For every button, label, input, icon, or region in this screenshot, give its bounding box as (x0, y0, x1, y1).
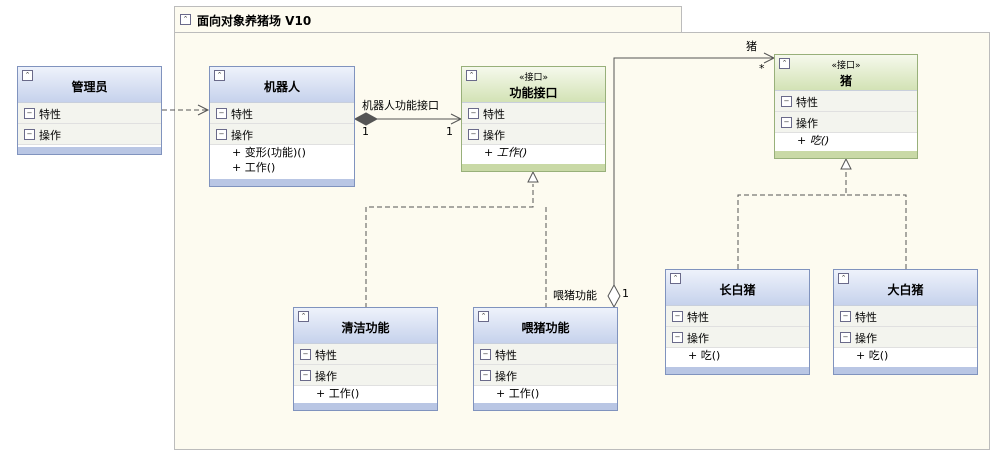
operations-label: 操作 (39, 129, 61, 142)
operations-label: 操作 (855, 332, 877, 345)
dependency-arrowhead (197, 104, 210, 116)
class-robot[interactable]: ⌃ 机器人 −特性 −操作 + 变形(功能)() + 工作() (209, 66, 355, 187)
collapse-icon[interactable]: ⌃ (838, 273, 849, 284)
operations-label: 操作 (687, 332, 709, 345)
operations-label: 操作 (495, 370, 517, 383)
composition-diamond (353, 112, 379, 126)
collapse-icon[interactable]: ⌃ (214, 70, 225, 81)
collapse-section-icon[interactable]: − (300, 349, 311, 360)
class-name: 清洁功能 (341, 321, 390, 335)
multiplicity-robot: 1 (362, 125, 369, 138)
attributes-label: 特性 (39, 108, 61, 121)
collapse-section-icon[interactable]: − (300, 370, 311, 381)
class-bigwhite-pig[interactable]: ⌃ 大白猪 −特性 −操作 + 吃() (833, 269, 978, 375)
class-cleaning[interactable]: ⌃ 清洁功能 −特性 −操作 + 工作() (293, 307, 438, 411)
operations-label: 操作 (315, 370, 337, 383)
attributes-label: 特性 (796, 96, 818, 109)
collapse-section-icon[interactable]: − (840, 332, 851, 343)
role-label-feed: 喂猪功能 (553, 289, 597, 302)
collapse-icon[interactable]: ⌃ (22, 70, 33, 81)
operation-item[interactable]: + 工作() (210, 160, 354, 175)
package-tab: ⌃ 面向对象养猪场 V10 (174, 6, 682, 32)
operation-item[interactable]: + 吃() (666, 348, 809, 363)
aggregation-diamond (607, 283, 621, 309)
collapse-icon[interactable]: ⌃ (670, 273, 681, 284)
collapse-section-icon[interactable]: − (216, 108, 227, 119)
generalization-line-longwhite (737, 170, 847, 269)
operations-label: 操作 (483, 129, 505, 142)
interface-pig[interactable]: ⌃ «接口» 猪 −特性 −操作 + 吃() (774, 54, 918, 159)
operation-item[interactable]: + 吃() (775, 133, 917, 148)
collapse-section-icon[interactable]: − (672, 311, 683, 322)
stereotype-label: «接口» (831, 61, 861, 71)
multiplicity-pig: * (759, 62, 765, 75)
operation-item[interactable]: + 变形(功能)() (210, 145, 354, 160)
collapse-icon[interactable]: ⌃ (478, 311, 489, 322)
operation-item[interactable]: + 工作() (474, 386, 617, 401)
multiplicity-feed: 1 (622, 287, 629, 300)
collapse-section-icon[interactable]: − (781, 96, 792, 107)
operation-item[interactable]: + 工作() (462, 145, 605, 160)
interface-function[interactable]: ⌃ «接口» 功能接口 −特性 −操作 + 工作() (461, 66, 606, 172)
collapse-icon[interactable]: ⌃ (466, 70, 477, 81)
collapse-section-icon[interactable]: − (468, 108, 479, 119)
class-longwhite-pig[interactable]: ⌃ 长白猪 −特性 −操作 + 吃() (665, 269, 810, 375)
attributes-label: 特性 (231, 108, 253, 121)
role-label-pig: 猪 (746, 40, 757, 53)
collapse-section-icon[interactable]: − (468, 129, 479, 140)
operation-item[interactable]: + 工作() (294, 386, 437, 401)
attributes-label: 特性 (855, 311, 877, 324)
collapse-section-icon[interactable]: − (24, 108, 35, 119)
collapse-section-icon[interactable]: − (840, 311, 851, 322)
collapse-icon[interactable]: ⌃ (779, 58, 790, 69)
class-name: 喂猪功能 (521, 321, 570, 335)
collapse-icon[interactable]: ⌃ (298, 311, 309, 322)
collapse-section-icon[interactable]: − (480, 349, 491, 360)
class-name: 功能接口 (509, 86, 558, 100)
collapse-icon[interactable]: ⌃ (180, 14, 191, 25)
class-name: 管理员 (71, 80, 108, 94)
class-name: 长白猪 (719, 283, 756, 297)
operations-label: 操作 (796, 117, 818, 130)
stereotype-label: «接口» (518, 73, 548, 83)
generalization-triangle-pig (840, 157, 852, 170)
attributes-label: 特性 (687, 311, 709, 324)
class-name: 猪 (839, 74, 852, 88)
attributes-label: 特性 (315, 349, 337, 362)
operations-label: 操作 (231, 129, 253, 142)
package-title: 面向对象养猪场 V10 (197, 14, 312, 28)
realization-triangle-iface (527, 170, 539, 183)
collapse-section-icon[interactable]: − (216, 129, 227, 140)
collapse-section-icon[interactable]: − (781, 117, 792, 128)
role-label-robot-func: 机器人功能接口 (362, 99, 439, 112)
collapse-section-icon[interactable]: − (480, 370, 491, 381)
collapse-section-icon[interactable]: − (672, 332, 683, 343)
class-name: 机器人 (263, 80, 300, 94)
class-manager[interactable]: ⌃ 管理员 −特性 −操作 (17, 66, 162, 155)
realization-line-cleaning (365, 184, 534, 308)
collapse-section-icon[interactable]: − (24, 129, 35, 140)
class-name: 大白猪 (887, 283, 924, 297)
operation-item[interactable]: + 吃() (834, 348, 977, 363)
multiplicity-iface: 1 (446, 125, 453, 138)
attributes-label: 特性 (483, 108, 505, 121)
attributes-label: 特性 (495, 349, 517, 362)
generalization-line-bigwhite (846, 194, 907, 269)
class-feeding[interactable]: ⌃ 喂猪功能 −特性 −操作 + 工作() (473, 307, 618, 411)
aggregation-line (613, 57, 774, 285)
